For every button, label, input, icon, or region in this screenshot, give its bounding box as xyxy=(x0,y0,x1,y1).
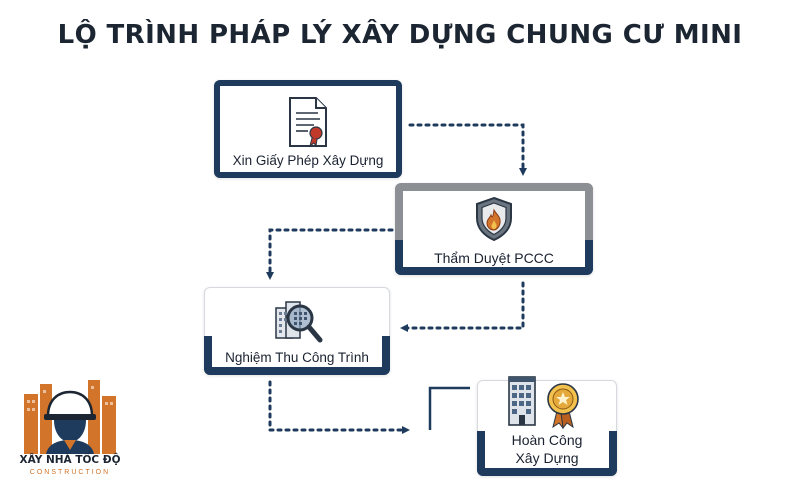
connector-1-2 xyxy=(408,123,527,176)
step-label: Nghiệm Thu Công Trình xyxy=(225,350,369,365)
frame-bottom-left xyxy=(204,336,212,370)
connector-3-4 xyxy=(268,380,410,434)
connector-2-3b xyxy=(400,281,525,332)
step-label-line-1: Hoàn Công xyxy=(511,432,583,448)
fire-shield-icon xyxy=(476,196,512,242)
worker-buildings-logo xyxy=(24,380,116,454)
step-label-line-2: Xây Dựng xyxy=(515,450,579,466)
brand-subtitle: CONSTRUCTION xyxy=(29,469,111,476)
step-fire-safety-approval: Thẩm Duyệt PCCC xyxy=(395,183,593,275)
step-acceptance-inspection: Nghiệm Thu Công Trình xyxy=(204,287,390,375)
frame-bottom-right xyxy=(382,336,390,370)
step-label: Xin Giấy Phép Xây Dựng xyxy=(232,153,384,168)
building-magnifier-icon xyxy=(275,301,323,343)
brand-logo: XÂY NHÀ TỐC ĐỘ CONSTRUCTION xyxy=(18,376,122,490)
building-medal-icon xyxy=(508,376,579,430)
page-title: LỘ TRÌNH PHÁP LÝ XÂY DỰNG CHUNG CƯ MINI xyxy=(57,20,743,50)
frame-bottom-left xyxy=(395,240,403,270)
frame-bottom-right xyxy=(585,240,593,270)
document-seal-icon xyxy=(289,97,327,148)
brand-name: XÂY NHÀ TỐC ĐỘ xyxy=(19,454,121,466)
frame-bottom xyxy=(395,267,593,275)
frame-bottom-right xyxy=(609,431,617,471)
bracket-line xyxy=(428,386,470,430)
step-label: Thẩm Duyệt PCCC xyxy=(434,250,554,266)
frame-bottom xyxy=(477,468,617,476)
connector-2-3 xyxy=(266,228,394,280)
step-building-permit: Xin Giấy Phép Xây Dựng xyxy=(214,80,402,178)
frame-top xyxy=(395,183,593,191)
step-construction-completion: Hoàn Công Xây Dựng xyxy=(477,376,617,476)
frame-right xyxy=(585,188,593,246)
frame-left xyxy=(395,188,403,246)
frame-bottom xyxy=(204,367,390,375)
frame-bottom-left xyxy=(477,431,485,471)
